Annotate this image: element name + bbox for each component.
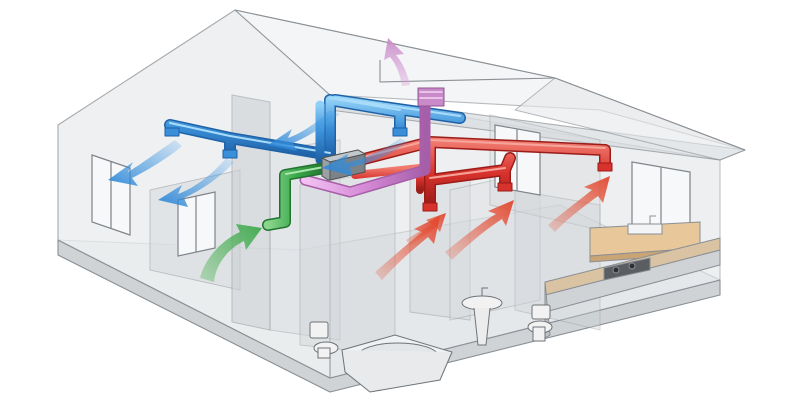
toilet-icon <box>527 304 553 342</box>
supply-arrow-2 <box>158 158 234 207</box>
fresh-air-intake-duct <box>262 162 331 231</box>
sink-icon <box>461 287 503 346</box>
extract-grille <box>422 202 438 212</box>
exhaust-outlet-arrow <box>384 38 410 86</box>
extract-grille <box>597 162 613 172</box>
kitchen-sink-icon <box>627 215 663 235</box>
stove-icon <box>603 257 651 281</box>
extract-airflow-arrows <box>375 176 610 280</box>
supply-diffuser <box>392 127 408 137</box>
exhaust-air-arrows <box>384 38 410 86</box>
supply-arrow-3 <box>268 110 340 151</box>
roof-exhaust-cap <box>417 87 445 107</box>
kitchen-counter <box>544 215 721 339</box>
bathtub-icon <box>341 334 453 393</box>
wall-partition-2 <box>231 94 271 331</box>
extract-arrow-4 <box>406 213 446 246</box>
roof-ridge <box>234 9 556 79</box>
exhaust-duct <box>299 87 445 198</box>
fresh-air-intake-arrow <box>200 224 262 282</box>
supply-arrow-4 <box>322 138 408 176</box>
supply-diffuser <box>222 149 238 159</box>
extract-grille <box>497 182 513 192</box>
bathroom-fixtures <box>309 287 553 393</box>
window-icon <box>177 191 216 257</box>
back-roof-edge <box>379 60 556 83</box>
toilet-icon <box>309 321 339 359</box>
extract-arrow-3 <box>548 176 610 232</box>
fresh-air-arrows <box>200 224 262 282</box>
supply-airflow-arrows <box>108 110 408 207</box>
extract-arrow-2 <box>445 200 514 260</box>
supply-arrow-1 <box>108 140 182 186</box>
window-icon <box>91 154 131 236</box>
right-gable <box>514 77 746 161</box>
supply-diffuser <box>164 127 180 137</box>
